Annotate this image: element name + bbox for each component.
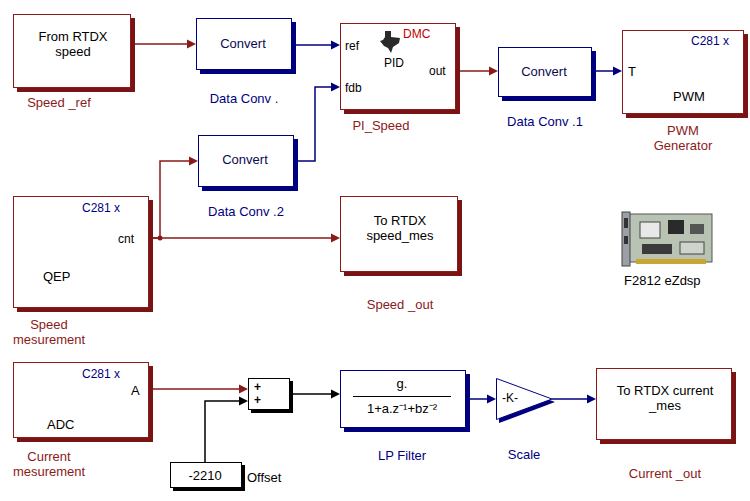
- convert-block: ConvertData Conv .: [196, 18, 292, 70]
- convert-block: ConvertData Conv .1: [498, 47, 592, 97]
- function-block: C281 xcntQEPSpeed mesurement: [13, 196, 149, 308]
- function-block: To RTDX current _mesCurrent _out: [596, 368, 732, 440]
- block-text: To RTDX speed_mes: [355, 213, 445, 243]
- convert-block: g.1+a.z⁻¹+bz⁻²LP Filter: [340, 370, 466, 428]
- block-text: fdb: [345, 81, 362, 96]
- block-caption: Data Conv .1: [489, 114, 601, 129]
- ti-logo: [379, 30, 401, 54]
- signal-line: [149, 237, 332, 239]
- gain-outline: [497, 379, 553, 420]
- arrow-head: [187, 40, 196, 49]
- block-text: C281 x: [82, 367, 120, 382]
- block-caption: PWM Generator: [643, 123, 723, 153]
- block-text: -2210: [171, 468, 239, 483]
- signal-connector: [149, 157, 198, 239]
- function-block: C281 xAADCCurrent mesurement: [13, 362, 149, 438]
- block-text: +: [254, 393, 261, 408]
- signal-connector: [149, 385, 248, 394]
- ti-logo-shape: [380, 31, 400, 53]
- arrow-head: [331, 41, 340, 50]
- signal-line: [292, 44, 332, 46]
- block-text: PWM: [673, 89, 705, 104]
- block-text: T: [628, 64, 636, 79]
- block-text: Convert: [199, 152, 291, 167]
- signal-connector: [292, 41, 340, 50]
- block-text: cnt: [118, 232, 134, 247]
- block-caption: Offset: [247, 470, 281, 485]
- signal-connector: [205, 397, 248, 463]
- signal-line: [205, 401, 240, 462]
- arrow-head: [487, 395, 496, 404]
- signal-connector: [131, 40, 196, 49]
- block-caption: Data Conv .2: [189, 204, 303, 219]
- convert-block: ConvertData Conv .2: [198, 135, 294, 187]
- arrow-head: [613, 67, 622, 76]
- signal-line: [290, 393, 332, 395]
- block-text: From RTDX speed: [28, 29, 118, 59]
- block-caption: Speed _ref: [14, 95, 104, 110]
- block-text: Convert: [499, 64, 589, 79]
- arrow-head: [331, 83, 340, 92]
- function-block: To RTDX speed_mesSpeed _out: [340, 196, 458, 272]
- block-text: ADC: [47, 417, 74, 432]
- arrow-head: [331, 234, 340, 243]
- block-text: g.: [341, 376, 463, 391]
- fraction-bar: [353, 396, 451, 397]
- signal-line: [149, 388, 240, 390]
- signal-line: [149, 161, 190, 238]
- signal-connector: [466, 395, 496, 404]
- signal-connector: [290, 390, 340, 399]
- function-block: C281 xTPWMPWM Generator: [622, 30, 744, 114]
- signal-line: [592, 70, 614, 72]
- block-caption: PI_Speed: [341, 118, 421, 133]
- block-text: C281 x: [82, 201, 120, 216]
- block-text: C281 x: [691, 34, 729, 49]
- board-label: F2812 eZdsp: [624, 273, 701, 288]
- block-text: To RTDX current _mes: [615, 383, 715, 413]
- signal-connector: [552, 395, 596, 404]
- function-block: From RTDX speedSpeed _ref: [13, 14, 131, 88]
- arrow-head: [489, 67, 498, 76]
- arrow-head: [239, 397, 248, 406]
- signal-line: [456, 70, 490, 72]
- function-block: refDMCfdbPIDoutPI_Speed: [340, 23, 456, 110]
- arrow-head: [331, 390, 340, 399]
- signal-line: [294, 87, 332, 161]
- signal-connector: [149, 234, 340, 243]
- block-caption: Data Conv .: [187, 91, 301, 106]
- arrow-head: [239, 385, 248, 394]
- block-text: 1+a.z⁻¹+bz⁻²: [341, 401, 463, 416]
- function-block: -2210Offset: [170, 462, 242, 488]
- function-block: ++: [248, 378, 290, 410]
- signal-line: [466, 398, 488, 400]
- block-text: +: [254, 380, 261, 395]
- signal-connector: [592, 67, 622, 76]
- signal-connector: [294, 83, 340, 162]
- block-text: out: [429, 64, 446, 79]
- block-caption: LP Filter: [341, 448, 463, 463]
- arrow-head: [189, 157, 198, 166]
- block-text: -K-: [502, 391, 518, 406]
- block-text: DMC: [403, 27, 430, 42]
- arrow-head: [587, 395, 596, 404]
- block-text: ref: [345, 39, 359, 54]
- block-text: QEP: [43, 269, 70, 284]
- signal-connector: [456, 67, 498, 76]
- signal-line: [131, 43, 188, 45]
- gain-block: -K-Scale: [496, 378, 552, 420]
- block-text: A: [131, 383, 140, 398]
- dsp-board-icon: [622, 212, 712, 266]
- block-caption: Speed mesurement: [4, 317, 94, 347]
- block-caption: Scale: [496, 447, 552, 462]
- signal-line: [552, 398, 588, 400]
- block-caption: Current _out: [597, 466, 733, 481]
- block-text: Convert: [197, 36, 289, 51]
- block-caption: Speed _out: [341, 297, 459, 312]
- block-caption: Current mesurement: [4, 449, 94, 479]
- block-text: PID: [384, 56, 404, 71]
